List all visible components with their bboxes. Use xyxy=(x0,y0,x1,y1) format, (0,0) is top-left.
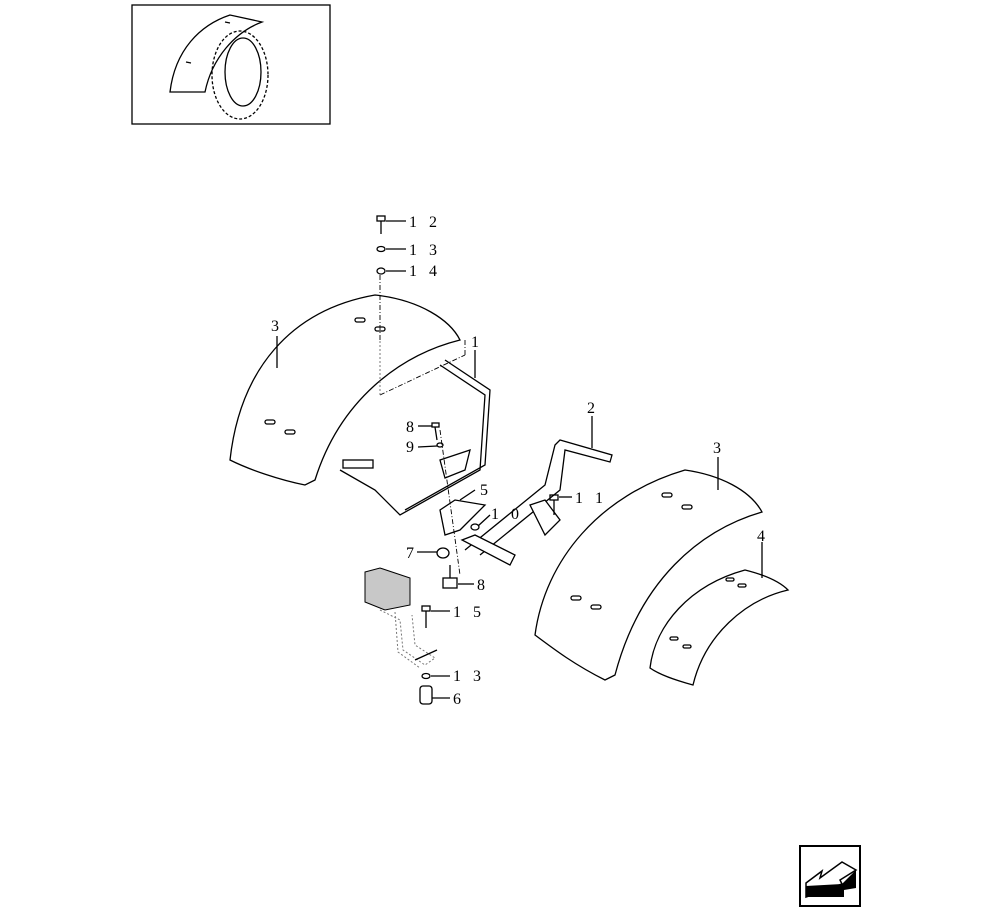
back-arrow-icon[interactable] xyxy=(799,845,861,907)
thumbnail-overview xyxy=(131,4,331,125)
fender-right xyxy=(534,469,763,681)
callout-3-right: 3 xyxy=(713,440,725,457)
hardware xyxy=(376,215,559,705)
bracket-2 xyxy=(460,439,613,566)
callout-8-bottom: 8 xyxy=(477,577,489,594)
bracket-1 xyxy=(339,359,491,516)
callout-13-bottom: 1 3 xyxy=(453,668,485,685)
mudflap-4 xyxy=(649,569,790,686)
callout-3-left: 3 xyxy=(271,318,283,335)
callout-5: 5 xyxy=(480,482,492,499)
callout-2: 2 xyxy=(587,400,599,417)
leader-lines xyxy=(276,220,763,699)
callout-4: 4 xyxy=(757,528,769,545)
callout-9: 9 xyxy=(406,439,418,456)
callout-13: 1 3 xyxy=(409,242,441,259)
callout-14: 1 4 xyxy=(409,263,441,280)
callout-12: 1 2 xyxy=(409,214,441,231)
fender-left xyxy=(229,275,466,486)
callout-8-top: 8 xyxy=(406,419,418,436)
callout-10: 1 0 xyxy=(491,506,523,523)
bracket-5 xyxy=(439,429,487,576)
callout-6: 6 xyxy=(453,691,465,708)
weight-bracket xyxy=(364,567,438,669)
callout-11: 1 1 xyxy=(575,490,607,507)
callout-15: 1 5 xyxy=(453,604,485,621)
callout-1: 1 xyxy=(471,334,483,351)
callout-7: 7 xyxy=(406,545,418,562)
